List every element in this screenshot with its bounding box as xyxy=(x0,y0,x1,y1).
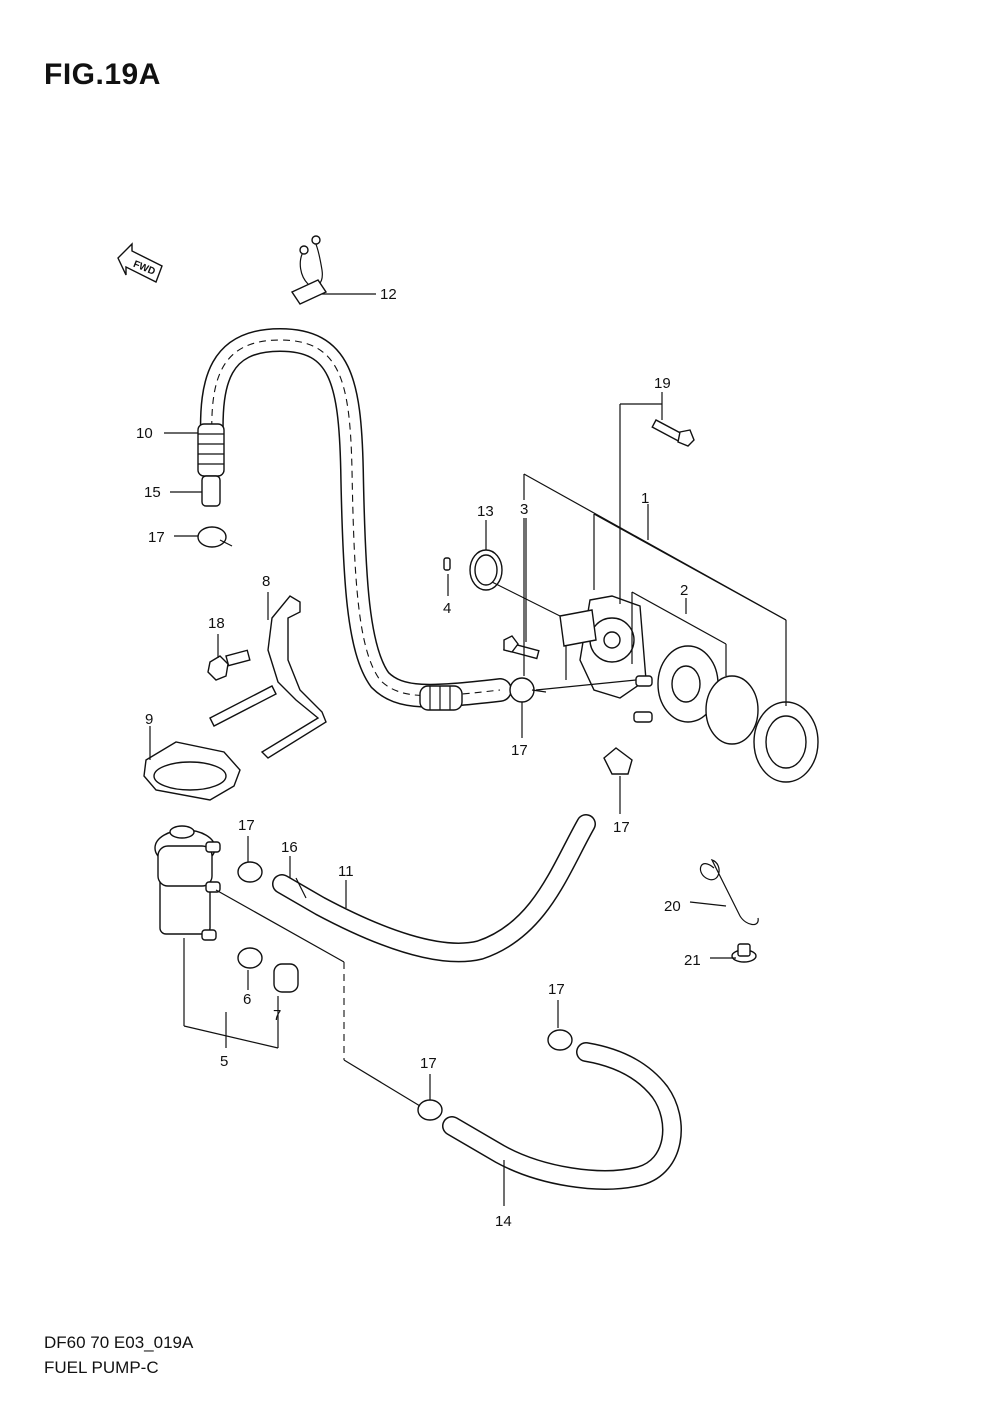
callout-1: 1 xyxy=(641,490,649,507)
bolt-part xyxy=(207,649,251,681)
pin-part xyxy=(443,557,451,571)
diagram-name: FUEL PUMP-C xyxy=(44,1358,159,1377)
fuel-hose-long xyxy=(197,328,512,711)
callout-9: 9 xyxy=(145,711,153,728)
callout-17d: 17 xyxy=(238,817,255,834)
callout-18: 18 xyxy=(208,615,225,632)
hose-clamp xyxy=(603,747,633,775)
callout-17b: 17 xyxy=(511,742,528,759)
callout-17f: 17 xyxy=(420,1055,437,1072)
filter-holder-part xyxy=(143,741,241,801)
hose-clip-part xyxy=(290,235,328,305)
hose-clamp xyxy=(417,1099,443,1121)
leader-lines xyxy=(149,293,787,1206)
fuel-pump-assembly xyxy=(559,595,819,783)
diagram-code: DF60 70 E03_019A xyxy=(44,1333,194,1352)
hose-clamp xyxy=(237,947,263,969)
spring-part xyxy=(699,858,759,926)
hose-clamp xyxy=(197,526,233,548)
callout-17e: 17 xyxy=(548,981,565,998)
callout-8: 8 xyxy=(262,573,270,590)
hose-clamp xyxy=(237,861,263,883)
callout-16: 16 xyxy=(281,839,298,856)
callout-20: 20 xyxy=(664,898,681,915)
callout-17a: 17 xyxy=(148,529,165,546)
hose-clamp xyxy=(547,1029,573,1051)
callout-12: 12 xyxy=(380,286,397,303)
fuel-hose-return xyxy=(442,1042,682,1190)
callout-11: 11 xyxy=(338,863,354,880)
callout-21: 21 xyxy=(684,952,701,969)
screw-part xyxy=(731,943,757,963)
callout-13: 13 xyxy=(477,503,494,520)
pump-bolt-part xyxy=(503,635,540,660)
figure-title: FIG.19A xyxy=(44,58,161,91)
bracket-part xyxy=(209,595,327,759)
callout-5: 5 xyxy=(220,1053,228,1070)
cover-bolt-part xyxy=(651,419,695,447)
callout-2: 2 xyxy=(680,582,688,599)
callout-labels: 1 2 3 4 5 6 7 8 9 10 11 12 13 14 15 16 1… xyxy=(136,286,701,1230)
callout-15: 15 xyxy=(144,484,161,501)
callout-7: 7 xyxy=(273,1007,281,1024)
callout-6: 6 xyxy=(243,991,251,1008)
fuel-hose-mid xyxy=(272,814,596,963)
callout-17c: 17 xyxy=(613,819,630,836)
callout-14: 14 xyxy=(495,1213,512,1230)
fuel-filter-part xyxy=(154,825,221,941)
callout-10: 10 xyxy=(136,425,153,442)
cap-part xyxy=(273,963,299,993)
callout-4: 4 xyxy=(443,600,451,617)
fwd-arrow-icon: FWD xyxy=(117,242,163,283)
callout-19: 19 xyxy=(654,375,671,392)
callout-3: 3 xyxy=(520,501,528,518)
